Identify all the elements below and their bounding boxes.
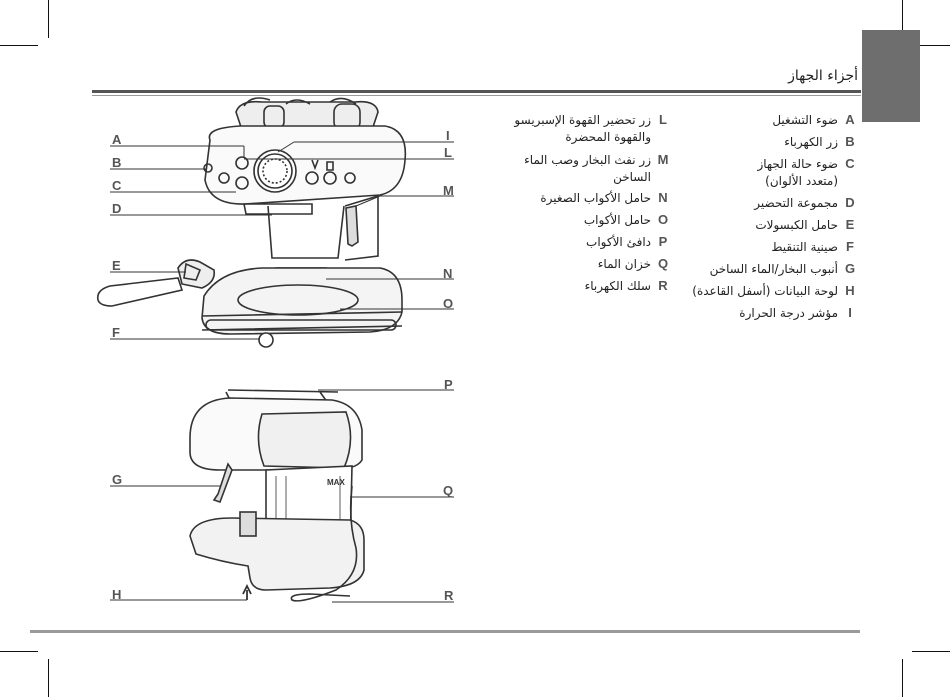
label-m: M — [443, 183, 454, 198]
list-item: I مؤشر درجة الحرارة — [739, 305, 852, 320]
list-item: E حامل الكبسولات — [755, 217, 855, 232]
machine-front-view — [96, 97, 407, 348]
label-b: B — [112, 155, 122, 170]
list-item: F صينية التنقيط — [771, 239, 854, 254]
label-o: O — [443, 296, 454, 311]
tank-logo: MAX — [327, 478, 345, 487]
list-item: H لوحة البيانات (أسفل القاعدة) — [692, 283, 855, 298]
label-g: G — [112, 472, 123, 487]
label-f: F — [112, 325, 120, 340]
crop-mark — [912, 651, 950, 652]
label-i: I — [446, 128, 450, 143]
crop-mark — [0, 651, 38, 652]
machine-side-view — [189, 389, 365, 602]
header-rule — [92, 90, 861, 93]
label-c: C — [112, 178, 122, 193]
list-item: M زر نفث البخار وصب الماء الساخن — [524, 152, 669, 184]
list-item: C ضوء حالة الجهاز (متعدد الألوان) — [757, 156, 855, 188]
list-item: G أنبوب البخار/الماء الساخن — [709, 261, 856, 276]
crop-mark — [912, 45, 950, 46]
list-item: B زر الكهرباء — [784, 134, 855, 149]
footer-rule — [30, 630, 860, 633]
label-n: N — [443, 266, 453, 281]
label-q: Q — [443, 483, 454, 498]
crop-mark — [902, 659, 903, 697]
list-item: L زر تحضير القهوة الإسبريسو والقهوة المح… — [514, 112, 667, 144]
list-item: Q خزان الماء — [597, 256, 669, 271]
list-item: O حامل الأكواب — [583, 212, 669, 227]
label-l: L — [444, 145, 452, 160]
label-a: A — [112, 132, 122, 147]
label-r: R — [444, 588, 454, 603]
label-d: D — [112, 201, 122, 216]
list-item: P دافئ الأكواب — [586, 234, 668, 249]
crop-mark — [48, 659, 49, 697]
label-p: P — [444, 377, 453, 392]
list-item: D مجموعة التحضير — [754, 195, 855, 210]
header-rule-thin — [92, 95, 861, 96]
label-h: H — [112, 587, 122, 602]
list-item: N حامل الأكواب الصغيرة — [540, 190, 668, 205]
crop-mark — [902, 0, 903, 38]
language-tab — [862, 30, 920, 122]
leader-lines — [110, 141, 454, 603]
crop-mark — [48, 0, 49, 38]
label-e: E — [112, 258, 121, 273]
crop-mark — [0, 45, 38, 46]
page-title: أجزاء الجهاز — [788, 68, 858, 84]
list-item: R سلك الكهرباء — [584, 278, 668, 293]
list-item: A ضوء التشغيل — [772, 112, 855, 127]
